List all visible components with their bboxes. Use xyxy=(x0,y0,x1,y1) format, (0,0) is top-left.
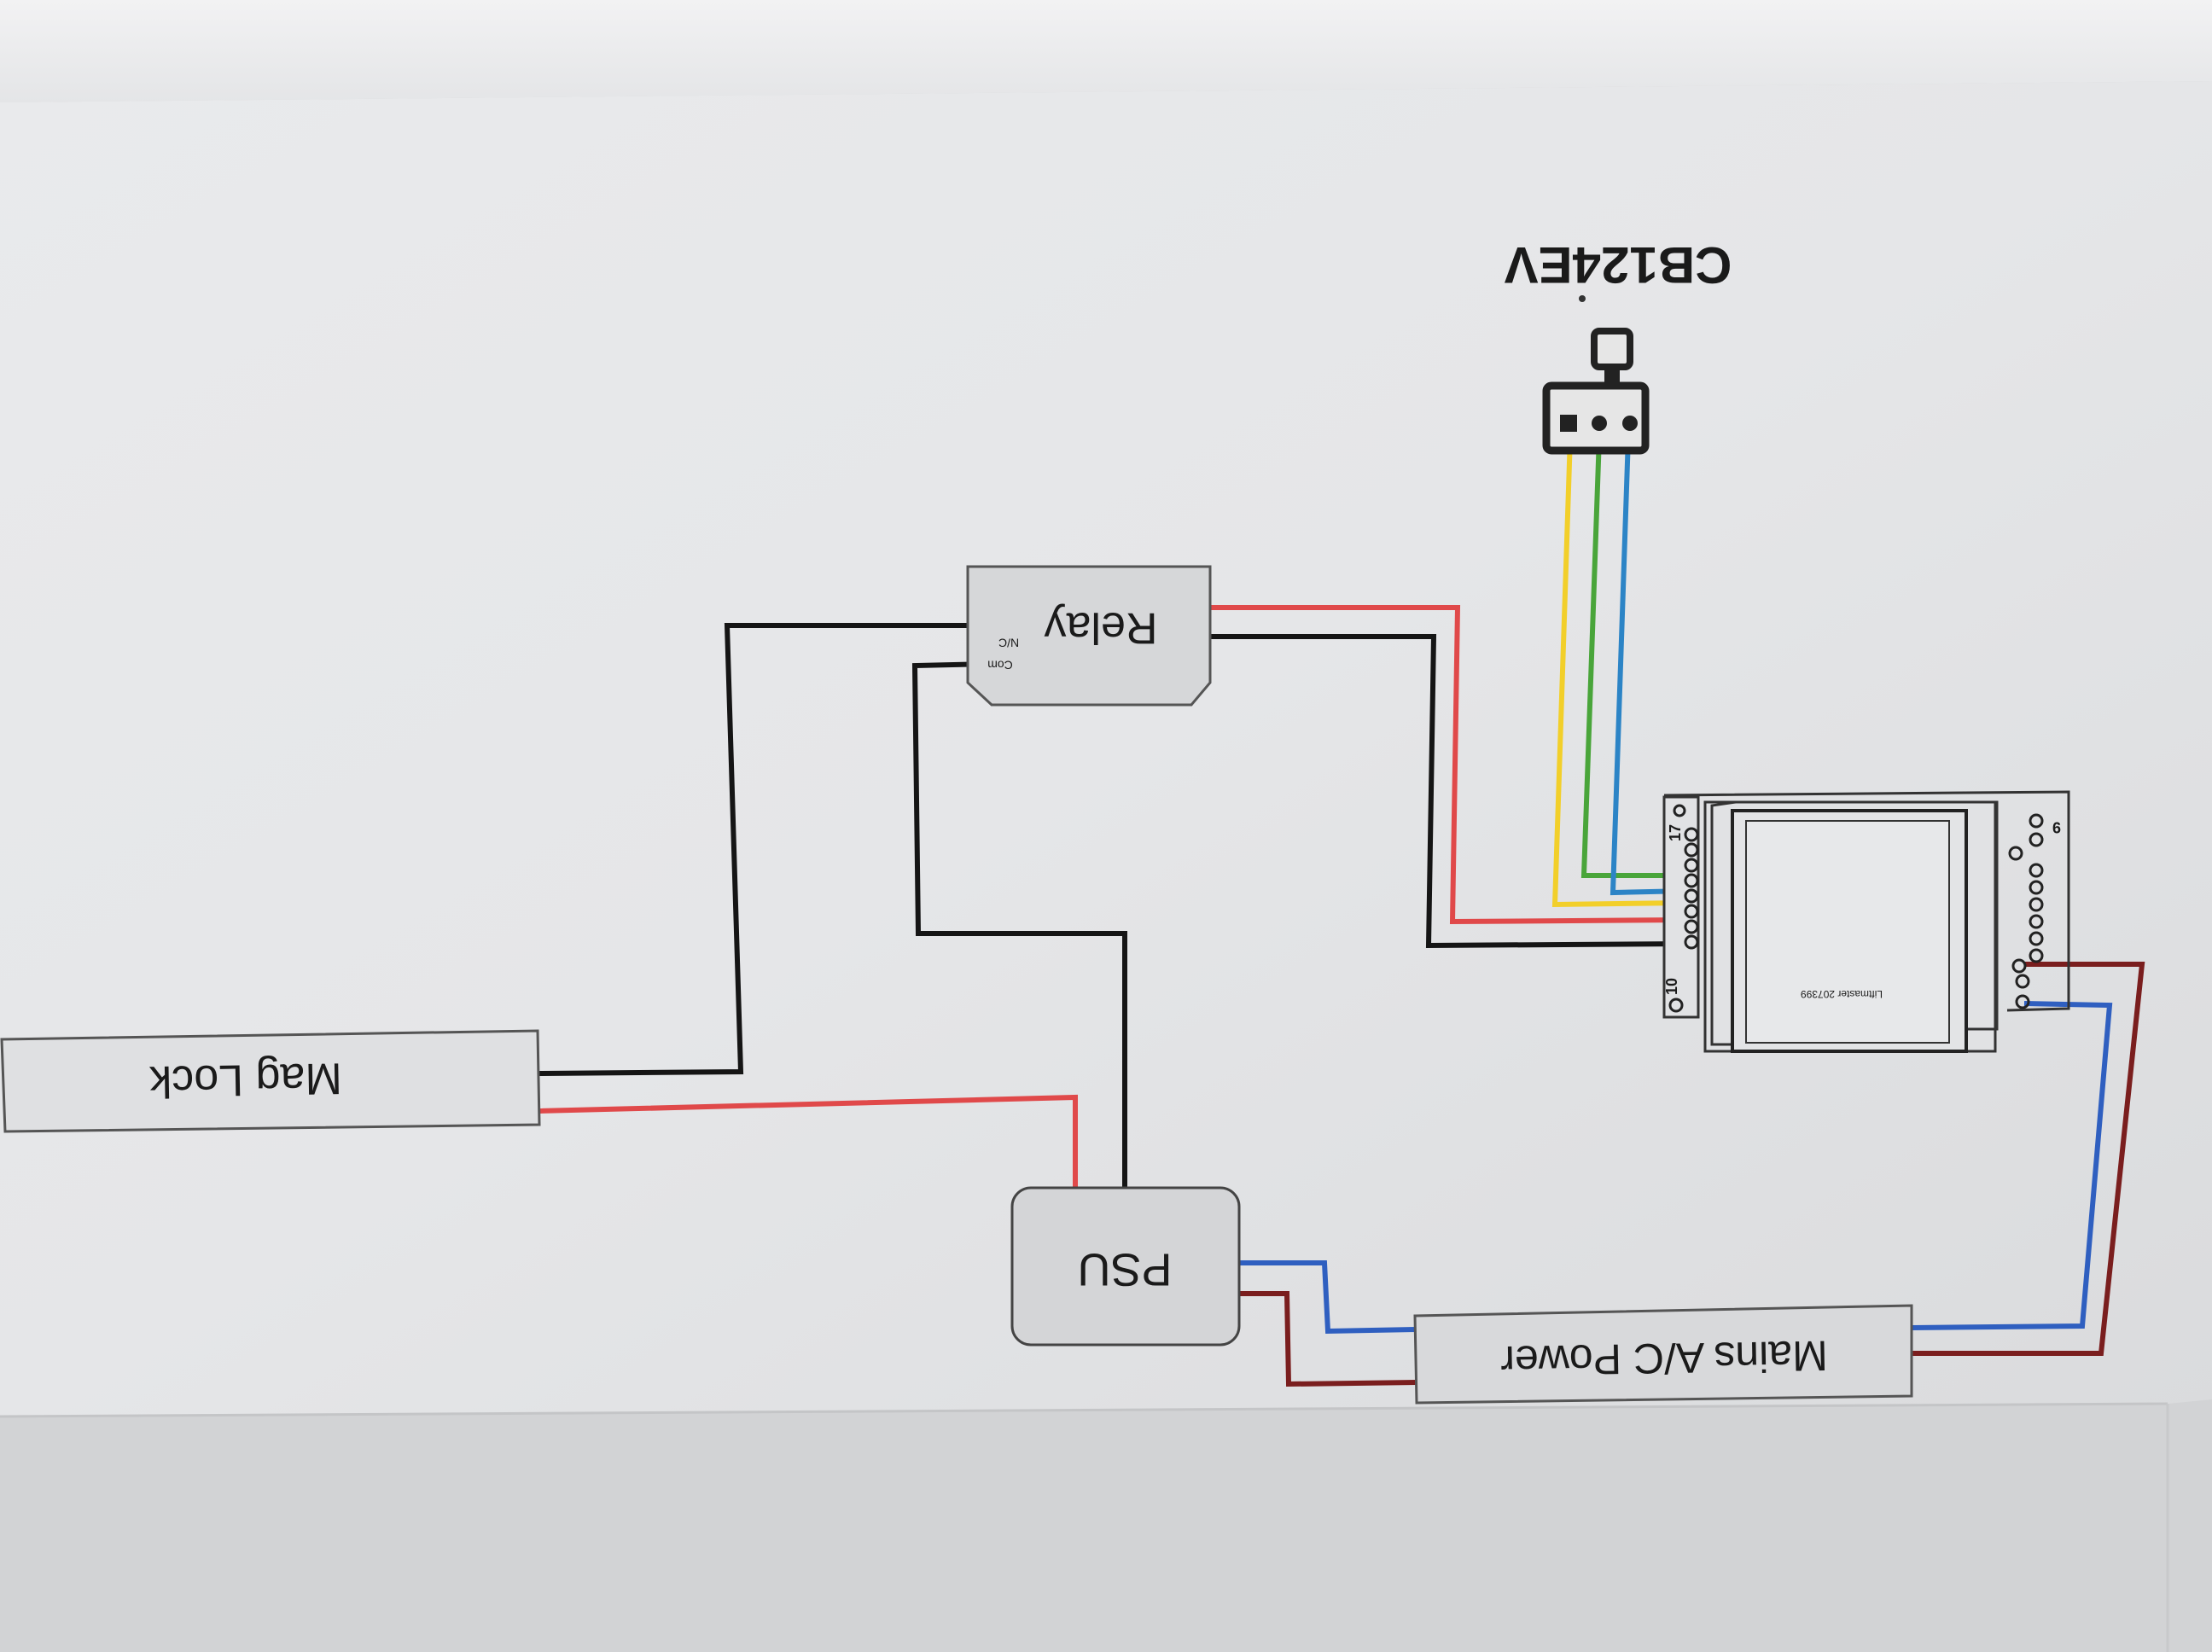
wire-relay-controller-black xyxy=(1210,634,1689,949)
terminal-right-5 xyxy=(2029,880,2044,895)
psu-box xyxy=(1010,1186,1241,1347)
terminal-left-1 xyxy=(1684,827,1699,842)
relay-com-label: Com xyxy=(987,658,1013,672)
relay-nc-label: N/C xyxy=(998,636,1019,649)
terminal-10-label: 10 xyxy=(1663,978,1680,995)
mag-lock: Mag Lock xyxy=(0,1029,541,1133)
terminal-right-4 xyxy=(2029,863,2044,878)
mains-label: Mains A/C Power xyxy=(1500,1331,1828,1385)
controller-panel-inner xyxy=(1745,820,1950,1044)
wire-relay-controller-red xyxy=(1210,605,1689,925)
psu-label: PSU xyxy=(1077,1244,1172,1295)
terminal-right-10 xyxy=(2011,958,2027,974)
terminal-left-6 xyxy=(1684,904,1699,919)
receiver-terminal-3 xyxy=(1622,416,1638,431)
terminal-right-6 xyxy=(2029,897,2044,912)
receiver-terminal-1 xyxy=(1560,415,1577,432)
controller-board-outline xyxy=(1663,790,2070,1012)
terminal-right-3 xyxy=(2008,846,2023,861)
receiver-label: CB124EV xyxy=(1505,236,1732,294)
terminal-right-9 xyxy=(2029,948,2044,963)
wire-maglock-relay-black xyxy=(538,623,990,1076)
wire-mains-controller-blue xyxy=(1911,1001,2113,1330)
wire-mains-controller-brown xyxy=(1912,962,2145,1356)
mag-lock-label: Mag Lock xyxy=(148,1053,342,1106)
terminal-right-2 xyxy=(2029,832,2044,847)
wire-relay-psu-black xyxy=(911,661,1127,1188)
relay: Relay N/C Com xyxy=(966,565,1212,707)
receiver-cap xyxy=(1591,328,1633,370)
terminal-right-1 xyxy=(2029,813,2044,829)
wire-receiver-yellow xyxy=(1551,436,1689,908)
wire-psu-mains-brown xyxy=(1239,1291,1417,1387)
terminal-left-8 xyxy=(1684,934,1699,950)
terminal-right-11 xyxy=(2015,974,2030,989)
terminal-17-icon xyxy=(1673,804,1686,817)
mains-box xyxy=(1413,1304,1913,1405)
terminal-right-12 xyxy=(2015,994,2030,1009)
cb124ev-receiver: CB124EV xyxy=(1505,236,1732,455)
liftmaster-controller: Liftmaster 207399 17 10 9 xyxy=(1662,790,2070,1053)
controller-left-strip xyxy=(1662,795,1700,1019)
terminal-10-icon xyxy=(1668,998,1684,1013)
terminal-17-label: 17 xyxy=(1667,824,1684,841)
terminal-left-7 xyxy=(1684,919,1699,934)
receiver-neck xyxy=(1604,365,1620,386)
wire-maglock-psu-red xyxy=(538,1094,1078,1188)
terminal-right-7 xyxy=(2029,914,2044,929)
wire-psu-mains-blue xyxy=(1239,1260,1417,1335)
mains-power: Mains A/C Power xyxy=(1413,1304,1913,1405)
terminal-left-5 xyxy=(1684,888,1699,904)
relay-box xyxy=(966,565,1212,707)
terminal-left-2 xyxy=(1684,842,1699,858)
relay-label: Relay xyxy=(1045,602,1158,652)
terminal-right-8 xyxy=(2029,931,2044,946)
controller-right-tab xyxy=(1963,800,1999,1031)
paper-top-strip xyxy=(0,0,2212,102)
paper-sheet xyxy=(0,81,2212,1416)
controller-model-label: Liftmaster 207399 xyxy=(1801,988,1883,1000)
receiver-dot xyxy=(1579,295,1586,302)
terminal-9-label: 9 xyxy=(2052,818,2061,835)
psu: PSU xyxy=(1010,1186,1241,1347)
terminal-left-3 xyxy=(1684,858,1699,873)
controller-left-tab xyxy=(1710,800,1737,1046)
mag-lock-box xyxy=(0,1029,541,1133)
receiver-terminal-2 xyxy=(1592,416,1607,431)
terminal-left-4 xyxy=(1684,873,1699,888)
wire-receiver-green xyxy=(1580,436,1688,878)
paper-edge xyxy=(0,1402,2168,1418)
